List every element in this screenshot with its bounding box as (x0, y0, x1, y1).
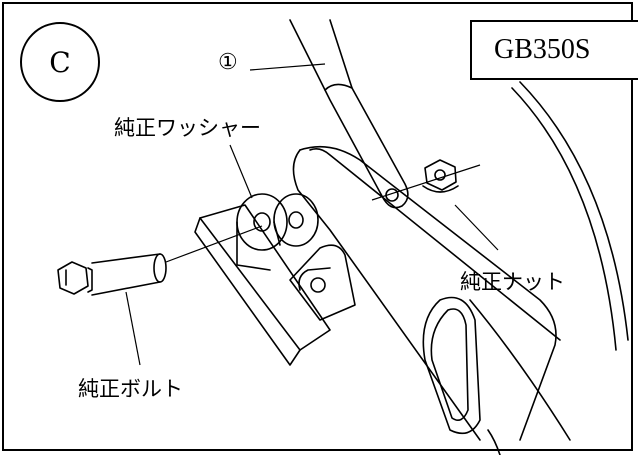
stay-part-1 (289, 19, 409, 209)
washer-label: 純正ワッシャー (114, 116, 261, 140)
part-marker-label: ① (218, 50, 238, 75)
step-letter: C (49, 45, 71, 79)
washer-pair (236, 193, 319, 271)
step-letter-badge: C (20, 22, 100, 102)
flange-nut (422, 159, 459, 193)
mounting-bracket (194, 204, 356, 366)
fender-arc (469, 81, 629, 441)
bolt-label: 純正ボルト (78, 377, 183, 401)
diagram-frame (2, 2, 633, 451)
frame-body (292, 145, 561, 455)
nut-label: 純正ナット (460, 270, 565, 294)
model-name: GB350S (494, 34, 591, 65)
flange-bolt (57, 253, 167, 296)
model-name-box: GB350S (470, 20, 638, 80)
